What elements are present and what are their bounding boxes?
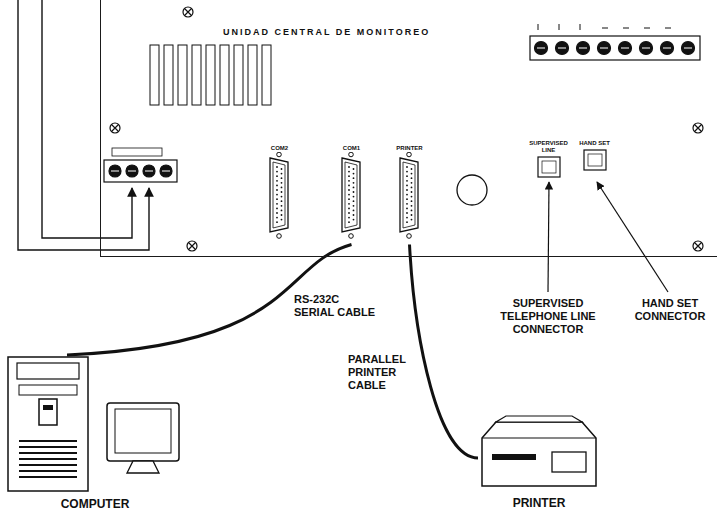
port-label: PRINTER [392, 145, 428, 152]
jack-label: HAND SET [572, 140, 618, 147]
callout-label: SUPERVISED TELEPHONE LINE CONNECTOR [492, 296, 604, 337]
rj-jack [527, 155, 571, 179]
panel-title: UNIDAD CENTRAL DE MONITOREO [223, 27, 430, 37]
printer-illustration [478, 408, 600, 490]
cable-label: PARALLEL PRINTER CABLE [346, 352, 418, 393]
printer-port: PRINTER [392, 145, 428, 245]
jack-label: SUPERVISED LINE [526, 140, 572, 154]
port-label: COM1 [334, 145, 370, 152]
device-caption: PRINTER [478, 496, 600, 510]
computer: COMPUTER [5, 355, 185, 515]
serial-port: COM2 [262, 145, 298, 245]
device-caption: COMPUTER [5, 497, 185, 511]
cable-label: RS-232C SERIAL CABLE [292, 292, 378, 320]
panel-knockout [457, 175, 487, 205]
cable [410, 245, 479, 459]
serial-port: COM1 [334, 145, 370, 245]
callout-label: HAND SET CONNECTOR [626, 296, 714, 324]
db25-connector [392, 152, 426, 240]
zone-terminal-block [530, 24, 700, 60]
db25-connector [262, 152, 296, 240]
power-terminal-block [104, 148, 177, 182]
ventilation-slots [150, 45, 271, 105]
callout-leaders [548, 182, 668, 292]
power-wires [18, 0, 149, 250]
monitoring-unit-panel: UNIDAD CENTRAL DE MONITOREO COM2 COM1 PRINT… [100, 0, 717, 257]
handset-jack: HAND SET [572, 140, 618, 180]
db25-connector [334, 152, 368, 240]
computer-illustration [5, 355, 185, 493]
printer: PRINTER [478, 408, 600, 516]
phone-line-jack: SUPERVISED LINE [526, 140, 572, 180]
port-label: COM2 [262, 145, 298, 152]
rj-jack [573, 148, 617, 172]
panel-screws [110, 7, 703, 251]
